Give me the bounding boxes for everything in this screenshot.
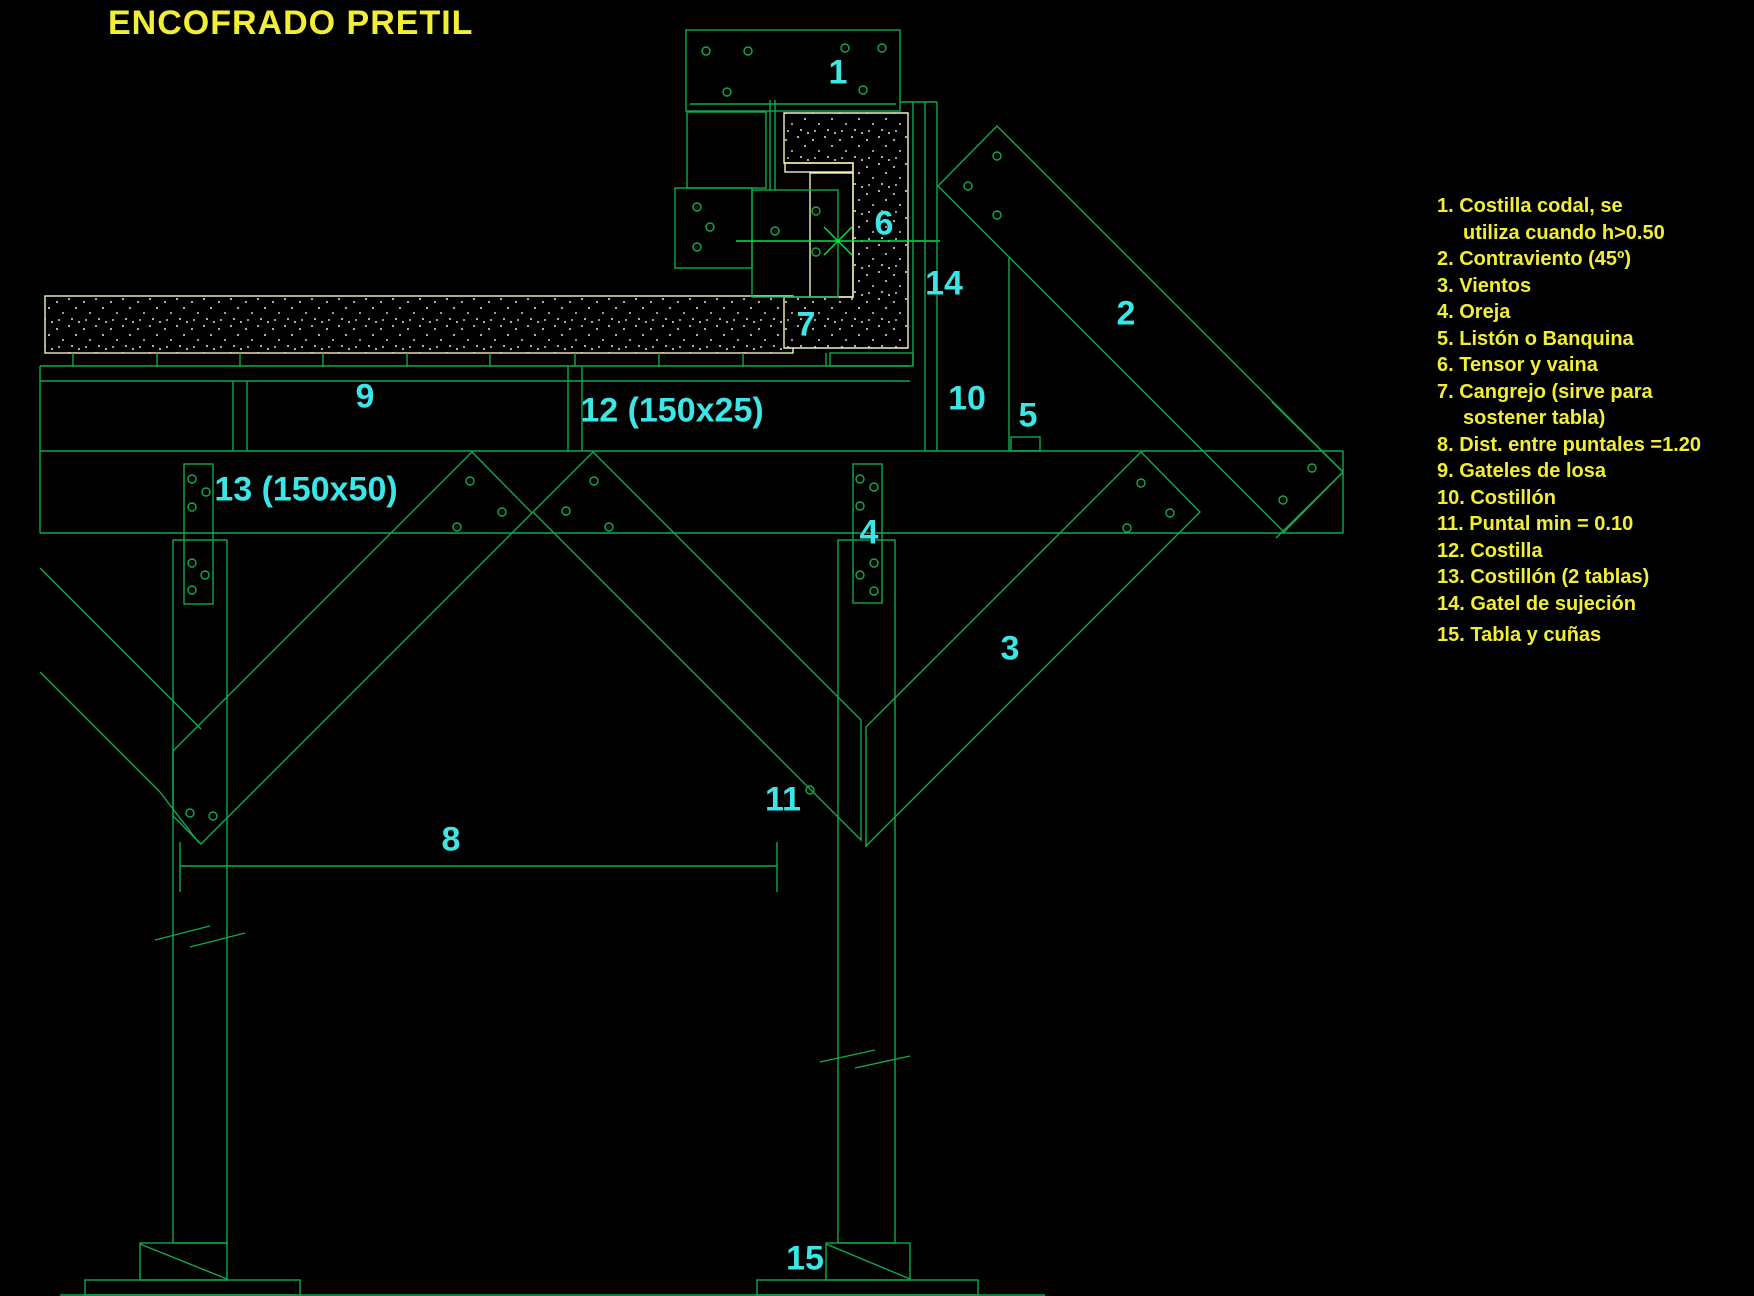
v-brace-right — [532, 451, 862, 842]
legend-line: 14. Gatel de sujeción — [1437, 592, 1636, 615]
top-board-1 — [685, 29, 901, 112]
beam-13 — [40, 450, 1344, 534]
legend-line: 4. Oreja — [1437, 301, 1511, 323]
page-title: ENCOFRADO PRETIL — [108, 4, 474, 42]
legend-line: 7. Cangrejo (sirve para — [1437, 380, 1653, 403]
part-label-4: 4 — [859, 513, 879, 552]
legend-line: 12. Costilla — [1437, 539, 1543, 562]
legend-line: 1. Costilla codal, se — [1437, 195, 1623, 217]
part-label-2: 2 — [1116, 294, 1136, 333]
outer-left-brace — [39, 567, 202, 844]
legend-line: 3. Vientos — [1437, 274, 1532, 297]
legend-line: 2. Contraviento (45º) — [1437, 248, 1632, 270]
part-label-12: 12 (150x25) — [580, 391, 764, 430]
part-label-6: 6 — [874, 204, 894, 243]
legend-line: 8. Dist. entre puntales =1.20 — [1437, 433, 1701, 456]
legend-line: utiliza cuando h>0.50 — [1463, 221, 1665, 244]
right-post — [819, 463, 911, 1244]
part-label-7: 7 — [796, 305, 816, 344]
legend-list: 1. Costilla codal, se utiliza cuando h>0.… — [1437, 193, 1754, 649]
legend-line: 15. Tabla y cuñas — [1437, 624, 1602, 646]
part-label-13: 13 (150x50) — [214, 470, 398, 509]
part-label-8: 8 — [441, 820, 461, 859]
part-label-9: 9 — [355, 377, 375, 416]
base-supports — [60, 1242, 1045, 1296]
part-label-11: 11 — [765, 780, 801, 819]
part-label-1: 1 — [828, 53, 848, 92]
diagonal-brace-3 — [865, 451, 1201, 848]
diagonal-brace-2 — [937, 125, 1344, 539]
concrete-slab — [44, 295, 794, 354]
costillon-10 — [900, 101, 1010, 451]
legend-line: 11. Puntal min = 0.10 — [1437, 513, 1634, 535]
part-label-5: 5 — [1018, 396, 1038, 435]
legend-line: 5. Listón o Banquina — [1437, 327, 1634, 350]
legend-line: 6. Tensor y vaina — [1437, 354, 1598, 376]
liston-5 — [1010, 436, 1041, 452]
legend-line: 9. Gateles de losa — [1437, 460, 1606, 482]
legend-line: sostener tabla) — [1463, 407, 1606, 429]
legend-line: 13. Costillón (2 tablas) — [1437, 566, 1650, 588]
dimension-line-8 — [179, 842, 778, 892]
tensor-tie — [736, 226, 940, 256]
part-label-15: 15 — [786, 1239, 824, 1278]
rails-and-cleats — [39, 353, 910, 533]
part-label-3: 3 — [1000, 629, 1020, 668]
left-post — [154, 463, 246, 1244]
part-label-14: 14 — [925, 264, 963, 303]
v-brace-left — [172, 451, 533, 845]
part-label-10: 10 — [948, 379, 986, 418]
legend-line: 10. Costillón — [1437, 486, 1556, 509]
